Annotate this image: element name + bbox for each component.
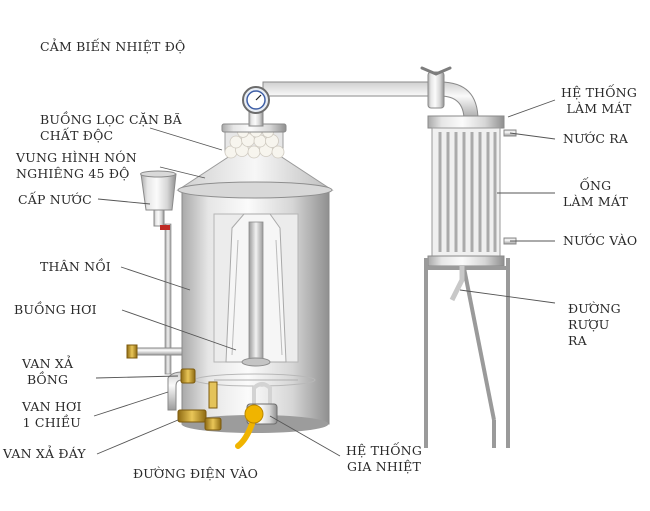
heating-system-label: HỆ THỐNG GIA NHIỆT [346, 443, 423, 474]
check-valve [167, 368, 196, 411]
water-in-label: NƯỚC VÀO [563, 233, 638, 248]
leader-check-valve [93, 391, 169, 417]
cone-label: VUNG HÌNH NÓN NGHIÊNG 45 ĐỘ [16, 150, 137, 181]
power-input-label: ĐƯỜNG ĐIỆN VÀO [133, 466, 259, 481]
temperature-gauge [242, 86, 270, 114]
alcohol-outlet-pipe [449, 266, 465, 302]
cooling-system-label: HỆ THỐNG LÀM MÁT [561, 85, 638, 116]
leader-alcohol [459, 289, 556, 304]
sensor-label: CẢM BIẾN NHIỆT ĐỘ [40, 39, 186, 54]
filter-chamber-label: BUỒNG LỌC CẶN BÃ CHẤT ĐỘC [40, 112, 182, 143]
filter-chamber [221, 123, 287, 159]
leader-filter [149, 127, 223, 151]
water-out-label: NƯỚC RA [563, 131, 629, 146]
leader-steam-chamber [121, 309, 237, 351]
leader-bottom-valve [96, 419, 179, 455]
leader-pot-body [120, 266, 191, 291]
leader-cooling [507, 99, 556, 118]
check-valve-label: VAN HƠI 1 CHIỀU [22, 399, 82, 430]
bottom-valve-label: VAN XẢ ĐÁY [3, 446, 86, 461]
alcohol-outlet-label: ĐƯỜNG RƯỢU RA [568, 301, 621, 348]
cooling-column [427, 115, 517, 267]
cooling-tube-label: ỐNG LÀM MÁT [563, 178, 628, 209]
leader-water-out [509, 132, 556, 140]
heating-element [235, 382, 278, 449]
water-feed-label: CẤP NƯỚC [18, 192, 92, 207]
foam-valve [126, 344, 183, 359]
leader-water-feed [97, 198, 151, 205]
leader-lines [93, 99, 556, 457]
foam-valve-label: VAN XẢ BỒNG [22, 356, 74, 387]
leader-cone [159, 166, 206, 179]
cone-lid [176, 151, 334, 199]
condenser-stand [424, 258, 510, 448]
leader-heating [269, 415, 341, 457]
bottom-valve [177, 381, 222, 431]
steam-chamber-label: BUỒNG HƠI [14, 302, 97, 317]
leader-foam-valve [95, 375, 179, 379]
water-feed-cup [140, 170, 177, 375]
steam-chamber-tube [225, 213, 287, 367]
pot-body-label: THÂN NỒI [40, 259, 111, 274]
